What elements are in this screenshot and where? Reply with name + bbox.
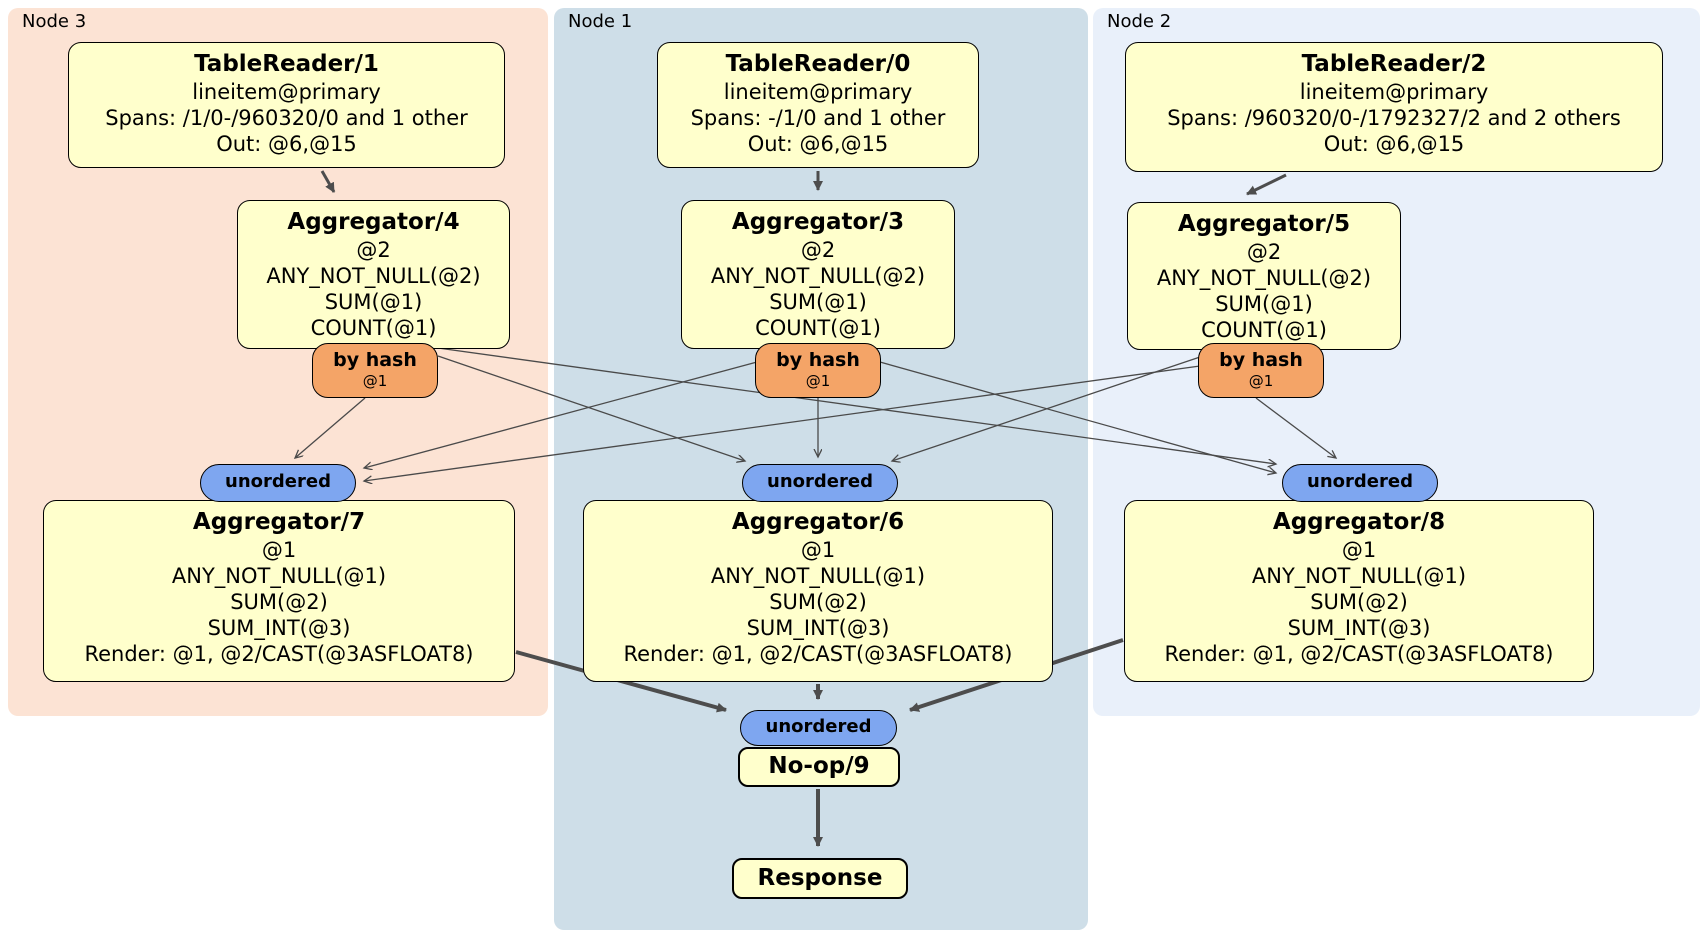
agg-fn: SUM(@2): [230, 590, 328, 614]
response-box: Response: [732, 858, 908, 899]
agg-fn: ANY_NOT_NULL(@1): [171, 564, 387, 588]
spans-line: Spans: /960320/0-/1792327/2 and 2 others: [1167, 106, 1621, 130]
group-cols: @1: [1341, 538, 1377, 562]
by-hash-router-4: by hash @1: [312, 343, 438, 398]
aggregator-7-box: Aggregator/7 @1 ANY_NOT_NULL(@1) SUM(@2)…: [43, 500, 515, 682]
router-key: @1: [362, 372, 388, 390]
box-title: Aggregator/8: [1272, 509, 1446, 535]
agg-fn: SUM(@2): [1310, 590, 1408, 614]
noop-box: No-op/9: [738, 747, 900, 787]
table-name: lineitem@primary: [723, 80, 913, 104]
agg-fn: ANY_NOT_NULL(@1): [1251, 564, 1467, 588]
router-label: by hash: [333, 349, 417, 371]
node2-label: Node 2: [1107, 11, 1172, 32]
unordered-sync-final: unordered: [740, 710, 897, 746]
box-title: TableReader/1: [194, 51, 379, 77]
unordered-sync-6: unordered: [742, 464, 898, 502]
table-name: lineitem@primary: [1299, 80, 1489, 104]
router-label: by hash: [1219, 349, 1303, 371]
box-title: Aggregator/6: [731, 509, 905, 535]
tablereader-1-box: TableReader/1 lineitem@primary Spans: /1…: [68, 42, 505, 168]
agg-fn: ANY_NOT_NULL(@2): [1156, 266, 1372, 290]
unordered-sync-8: unordered: [1282, 464, 1438, 502]
by-hash-router-3: by hash @1: [755, 343, 881, 398]
aggregator-8-box: Aggregator/8 @1 ANY_NOT_NULL(@1) SUM(@2)…: [1124, 500, 1594, 682]
render-line: Render: @1, @2/CAST(@3ASFLOAT8): [1164, 642, 1554, 666]
router-key: @1: [1248, 372, 1274, 390]
router-key: @1: [805, 372, 831, 390]
agg-fn: SUM_INT(@3): [207, 616, 351, 640]
node3-label: Node 3: [22, 11, 87, 32]
agg-fn: SUM_INT(@3): [1287, 616, 1431, 640]
render-line: Render: @1, @2/CAST(@3ASFLOAT8): [84, 642, 474, 666]
by-hash-router-5: by hash @1: [1198, 343, 1324, 398]
box-title: Aggregator/4: [287, 209, 460, 235]
box-title: TableReader/0: [725, 51, 911, 77]
render-line: Render: @1, @2/CAST(@3ASFLOAT8): [623, 642, 1013, 666]
group-cols: @2: [356, 238, 391, 262]
router-label: by hash: [776, 349, 860, 371]
out-line: Out: @6,@15: [1323, 132, 1465, 156]
aggregator-5-box: Aggregator/5 @2 ANY_NOT_NULL(@2) SUM(@1)…: [1127, 202, 1401, 350]
box-title: Aggregator/5: [1177, 211, 1351, 237]
agg-fn: ANY_NOT_NULL(@2): [710, 264, 926, 288]
tablereader-0-box: TableReader/0 lineitem@primary Spans: -/…: [657, 42, 979, 168]
box-title: Aggregator/3: [731, 209, 905, 235]
spans-line: Spans: -/1/0 and 1 other: [690, 106, 946, 130]
out-line: Out: @6,@15: [216, 132, 357, 156]
unordered-sync-7: unordered: [200, 464, 356, 502]
agg-fn: SUM_INT(@3): [746, 616, 890, 640]
agg-fn: ANY_NOT_NULL(@2): [266, 264, 481, 288]
aggregator-3-box: Aggregator/3 @2 ANY_NOT_NULL(@2) SUM(@1)…: [681, 200, 955, 349]
agg-fn: SUM(@1): [1215, 292, 1313, 316]
box-title: Aggregator/7: [192, 509, 366, 535]
group-cols: @1: [800, 538, 836, 562]
agg-fn: SUM(@1): [324, 290, 423, 314]
agg-fn: ANY_NOT_NULL(@1): [710, 564, 926, 588]
aggregator-4-box: Aggregator/4 @2 ANY_NOT_NULL(@2) SUM(@1)…: [237, 200, 510, 349]
agg-fn: COUNT(@1): [1201, 318, 1327, 342]
out-line: Out: @6,@15: [747, 132, 889, 156]
group-cols: @1: [261, 538, 297, 562]
agg-fn: COUNT(@1): [755, 316, 881, 340]
node1-label: Node 1: [568, 11, 633, 32]
table-name: lineitem@primary: [192, 80, 381, 104]
agg-fn: COUNT(@1): [310, 316, 437, 340]
agg-fn: SUM(@2): [769, 590, 867, 614]
aggregator-6-box: Aggregator/6 @1 ANY_NOT_NULL(@1) SUM(@2)…: [583, 500, 1053, 682]
spans-line: Spans: /1/0-/960320/0 and 1 other: [105, 106, 468, 130]
agg-fn: SUM(@1): [769, 290, 867, 314]
group-cols: @2: [1246, 240, 1282, 264]
group-cols: @2: [800, 238, 836, 262]
box-title: TableReader/2: [1301, 51, 1487, 77]
tablereader-2-box: TableReader/2 lineitem@primary Spans: /9…: [1125, 42, 1663, 172]
